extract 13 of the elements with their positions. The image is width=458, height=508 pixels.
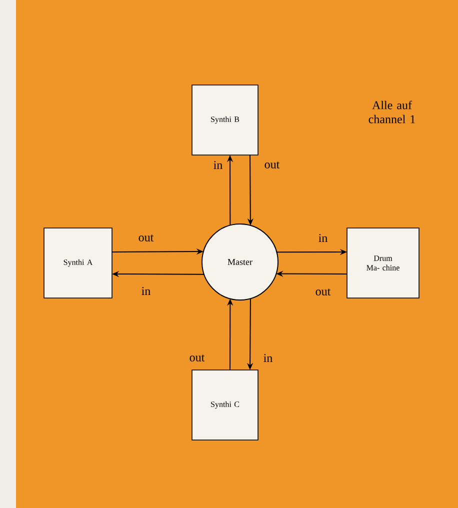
edge-label: out: [264, 162, 280, 168]
device-box: Synthi C: [192, 370, 258, 440]
device-box: Synthi A: [44, 228, 112, 298]
device-box: Synthi B: [192, 84, 258, 156]
note-text: Alle auf channel 1: [368, 100, 415, 124]
edge-label: out: [138, 234, 154, 242]
device-box: Drum Ma- chine: [346, 228, 420, 298]
edge-label: in: [264, 354, 272, 362]
edge-label: out: [190, 354, 205, 362]
edge-label: in: [214, 161, 222, 169]
edge-label: in: [142, 287, 150, 295]
edge-label: out: [316, 288, 331, 296]
edge-label: in: [318, 234, 328, 242]
